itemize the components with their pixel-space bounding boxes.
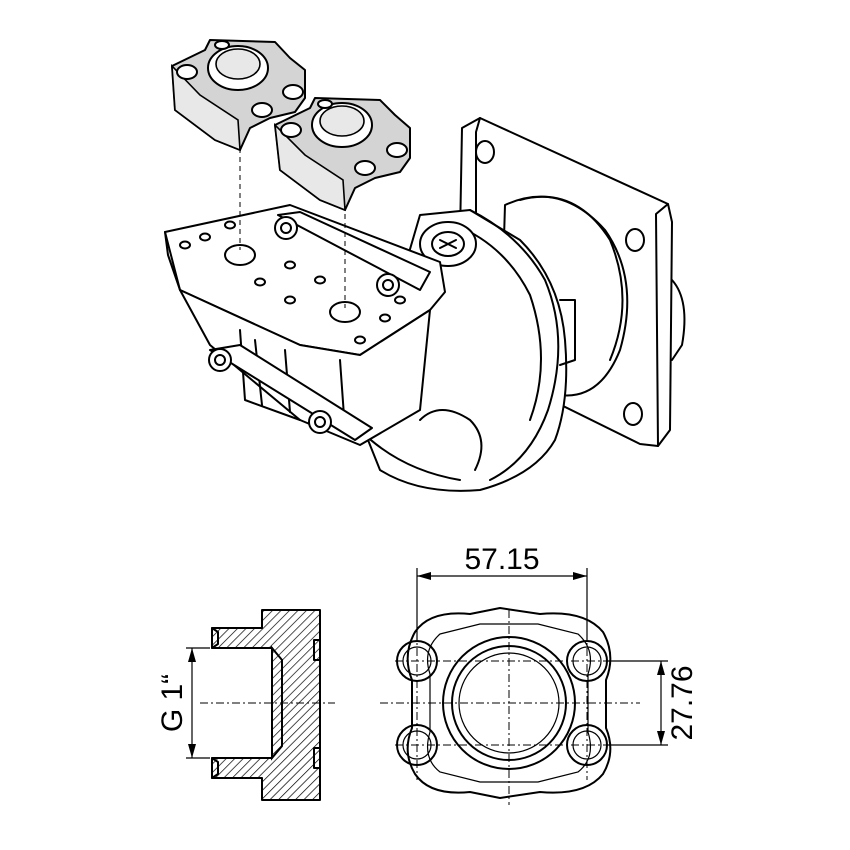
thread-size-label: G 1“ xyxy=(156,674,189,732)
valve-block xyxy=(164,204,446,446)
bolt-spacing-width-label: 57.15 xyxy=(464,543,539,576)
gray-flange-lower xyxy=(273,97,411,212)
pump-assembly-illustration xyxy=(164,39,686,492)
gray-flange-upper xyxy=(171,39,306,152)
section-view: G 1“ xyxy=(156,609,335,801)
bolt-spacing-height-label: 27.76 xyxy=(666,665,699,740)
front-view: 57.15 27.76 xyxy=(380,543,699,805)
